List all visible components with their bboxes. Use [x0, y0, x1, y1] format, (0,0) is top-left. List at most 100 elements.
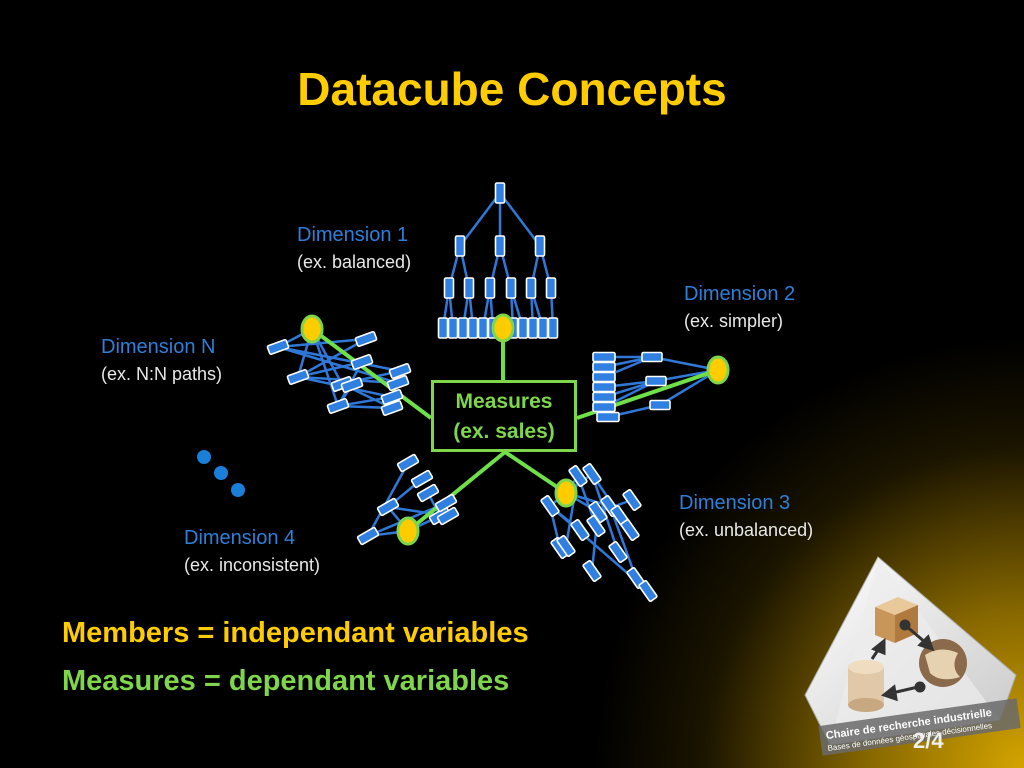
measure-link [310, 327, 433, 420]
member-nodes [266, 182, 671, 602]
page-number: 2/4 [913, 728, 944, 753]
member-node [477, 317, 489, 339]
member-node [354, 330, 378, 348]
dimension-root-node [396, 516, 420, 546]
member-node [434, 493, 458, 513]
member-node [494, 182, 506, 204]
member-node [537, 317, 549, 339]
member-node [457, 317, 469, 339]
member-node [622, 489, 642, 511]
hierarchy-edge [277, 337, 367, 349]
member-node [286, 368, 310, 386]
database-icon [848, 660, 884, 712]
hierarchy-edge [297, 360, 363, 379]
ellipsis-dot [197, 450, 211, 464]
member-node [410, 469, 434, 489]
member-node [556, 535, 576, 557]
measures-definition: Measures = dependant variables [62, 665, 510, 697]
member-node [350, 353, 374, 371]
arrow-icons [870, 619, 935, 702]
member-node [463, 277, 475, 299]
member-node [592, 371, 616, 383]
slide-title: Datacube Concepts [297, 63, 727, 115]
member-node [326, 397, 350, 415]
hierarchy-edge [608, 505, 638, 579]
member-node [380, 388, 404, 406]
member-node [436, 506, 460, 526]
member-node [494, 235, 506, 257]
dimension-root-node [554, 478, 578, 508]
measures-box: Measures (ex. sales) [431, 380, 577, 452]
member-node [386, 374, 410, 392]
dimension-root-node [706, 355, 730, 385]
member-node [517, 317, 529, 339]
member-node [592, 401, 616, 413]
dimension-1-example: (ex. balanced) [297, 252, 412, 272]
member-node [586, 515, 606, 537]
hierarchy-edge [366, 462, 410, 537]
more-dimensions-dots [197, 450, 245, 497]
member-node [545, 277, 557, 299]
measures-example: (ex. sales) [453, 420, 555, 443]
member-node [340, 376, 364, 394]
member-node [608, 541, 628, 563]
member-node [592, 361, 616, 373]
member-node [592, 381, 616, 393]
member-node [582, 560, 602, 582]
member-node [416, 483, 440, 503]
member-node [596, 411, 620, 423]
dimension-1-name: Dimension 1 [297, 224, 409, 246]
member-node [534, 235, 546, 257]
member-node [588, 501, 608, 523]
dimension-root-nodes [300, 313, 730, 546]
member-node [467, 317, 479, 339]
member-node [388, 362, 412, 380]
member-node [540, 495, 560, 517]
member-node [582, 463, 602, 485]
dimension-3-label: Dimension 3 (ex. unbalanced) [679, 490, 813, 544]
member-node [356, 526, 380, 546]
chair-logo: Chaire de recherche industrielle Bases d… [804, 556, 1021, 756]
dimension-root-node [300, 314, 324, 344]
dimension-3-name: Dimension 3 [679, 492, 791, 514]
dimension-1-label: Dimension 1 (ex. balanced) [297, 222, 411, 276]
dimension-n-name: Dimension N [101, 336, 216, 358]
hierarchy-edge [459, 192, 501, 247]
hierarchy-edge [277, 345, 401, 373]
member-node [376, 497, 400, 517]
member-node [447, 317, 459, 339]
dimension-2-label: Dimension 2 (ex. simpler) [684, 281, 795, 335]
dimension-3-example: (ex. unbalanced) [679, 520, 814, 540]
measure-link [406, 450, 507, 533]
member-node [547, 317, 559, 339]
member-node [443, 277, 455, 299]
member-node [505, 277, 517, 299]
dimension-2-example: (ex. simpler) [684, 311, 784, 331]
measures-title: Measures [455, 390, 553, 413]
member-node [266, 338, 290, 356]
hierarchy-edge [499, 192, 541, 247]
member-node [437, 317, 449, 339]
dimension-root-node [491, 313, 515, 343]
member-node [396, 453, 420, 473]
dimension-4-example: (ex. inconsistent) [184, 555, 321, 575]
member-node [641, 351, 663, 363]
member-node [645, 375, 667, 387]
dimension-4-name: Dimension 4 [184, 527, 296, 549]
member-node [592, 391, 616, 403]
member-node [527, 317, 539, 339]
member-node [620, 519, 640, 541]
member-node [649, 399, 671, 411]
member-node [570, 519, 590, 541]
member-node [380, 399, 404, 417]
ellipsis-dot [214, 466, 228, 480]
member-node [638, 580, 658, 602]
members-definition: Members = independant variables [62, 617, 529, 649]
member-node [592, 351, 616, 363]
dimension-n-example: (ex. N:N paths) [101, 364, 223, 384]
ellipsis-dot [231, 483, 245, 497]
member-node [568, 465, 588, 487]
member-node [454, 235, 466, 257]
dimension-4-label: Dimension 4 (ex. inconsistent) [184, 525, 320, 579]
